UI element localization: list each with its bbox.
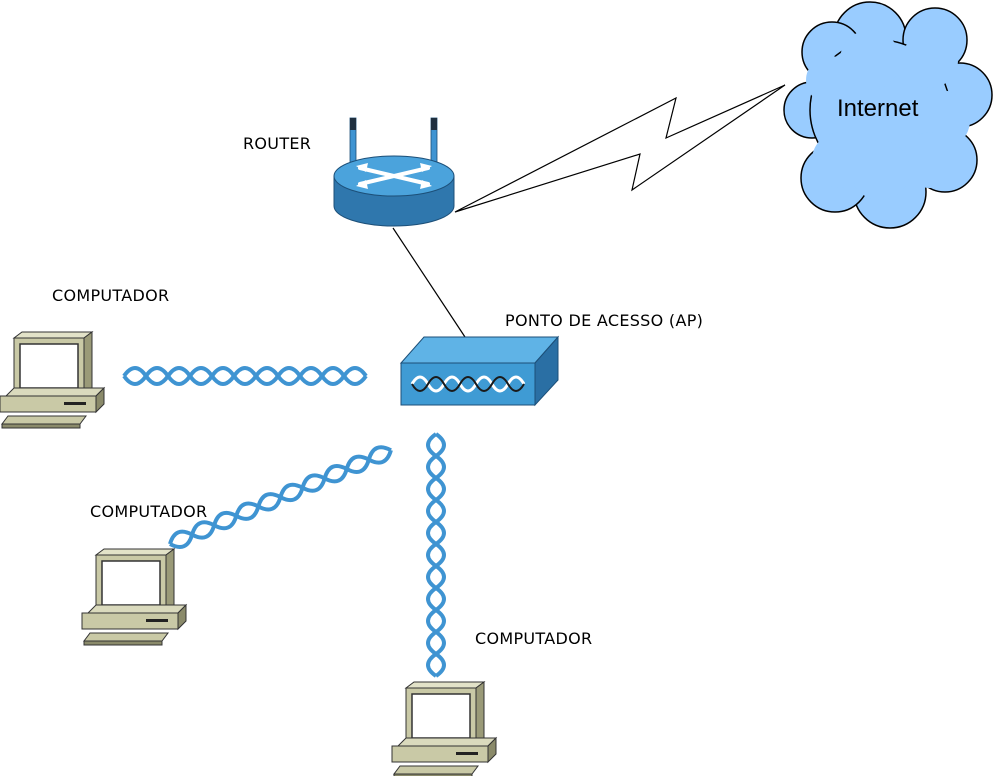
computer-label-bottom: COMPUTADOR [475,629,593,648]
computer-label-lower-left: COMPUTADOR [90,502,208,521]
wan-lightning-link [454,84,786,213]
wireless-wave-icon [122,366,368,386]
access-point-label: PONTO DE ACESSO (AP) [505,311,704,330]
access-point-icon [399,335,560,407]
computer-icon [0,331,105,429]
cloud-icon [783,1,993,229]
internet-label: Internet [837,95,919,122]
computer-label-left: COMPUTADOR [52,286,170,305]
wireless-wave-icon [426,432,446,678]
computer-icon [391,681,497,776]
computer-icon [81,548,187,646]
router-label: ROUTER [243,134,312,153]
router-icon [333,117,455,227]
router-ap-wire [392,227,466,338]
wireless-wave-icon [168,445,393,549]
